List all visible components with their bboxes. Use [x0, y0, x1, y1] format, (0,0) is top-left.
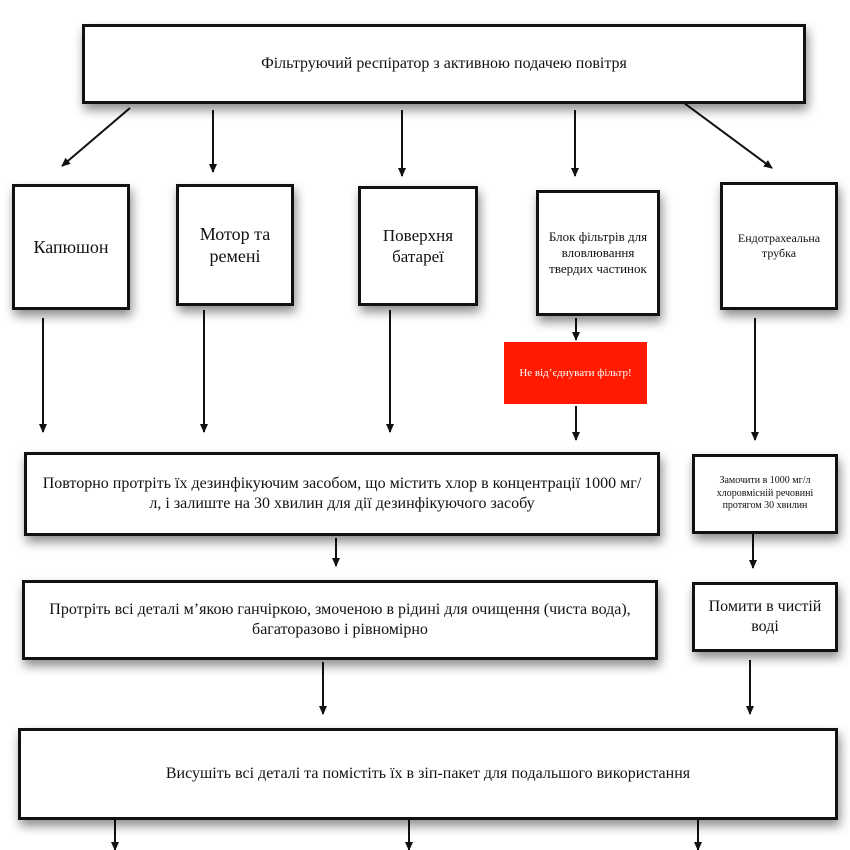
node-filter-label: Блок фільтрів для вловлювання твердих ча…: [548, 228, 648, 277]
node-hood-label: Капюшон: [33, 236, 109, 257]
step-dry: Висушіть всі деталі та помістіть їх в зі…: [18, 728, 838, 820]
root-node: Фільтруючий респіратор з активною подаче…: [82, 24, 806, 104]
warning-label: Не від’єднувати фільтр!: [519, 367, 632, 379]
step-disinfect-label: Повторно протріть їх дезинфікуючим засоб…: [42, 475, 642, 512]
step-disinfect: Повторно протріть їх дезинфікуючим засоб…: [24, 452, 660, 536]
warning-badge: Не від’єднувати фільтр!: [504, 342, 647, 404]
node-tube-label: Ендотрахеальна трубка: [737, 231, 821, 260]
node-tube: Ендотрахеальна трубка: [720, 182, 838, 310]
step-dry-label: Висушіть всі деталі та помістіть їх в зі…: [165, 765, 691, 782]
node-motor: Мотор та ремені: [176, 184, 294, 306]
node-hood: Капюшон: [12, 184, 130, 310]
step-soak: Замочити в 1000 мг/л хлоровмісній речови…: [692, 454, 838, 534]
step-wipe-label: Протріть всі деталі м’якою ганчіркою, зм…: [49, 601, 631, 638]
node-filter: Блок фільтрів для вловлювання твердих ча…: [536, 190, 660, 316]
node-battery: Поверхня батареї: [358, 186, 478, 306]
node-battery-label: Поверхня батареї: [382, 225, 454, 266]
arrow-root-hood: [61, 107, 131, 167]
step-rinse-label: Помити в чистій воді: [708, 598, 822, 635]
arrow-root-tube: [679, 99, 773, 169]
step-wipe: Протріть всі деталі м’якою ганчіркою, зм…: [22, 580, 658, 660]
step-soak-label: Замочити в 1000 мг/л хлоровмісній речови…: [716, 475, 814, 512]
node-motor-label: Мотор та ремені: [199, 223, 271, 267]
step-rinse: Помити в чистій воді: [692, 582, 838, 652]
root-label: Фільтруючий респіратор з активною подаче…: [261, 55, 627, 72]
